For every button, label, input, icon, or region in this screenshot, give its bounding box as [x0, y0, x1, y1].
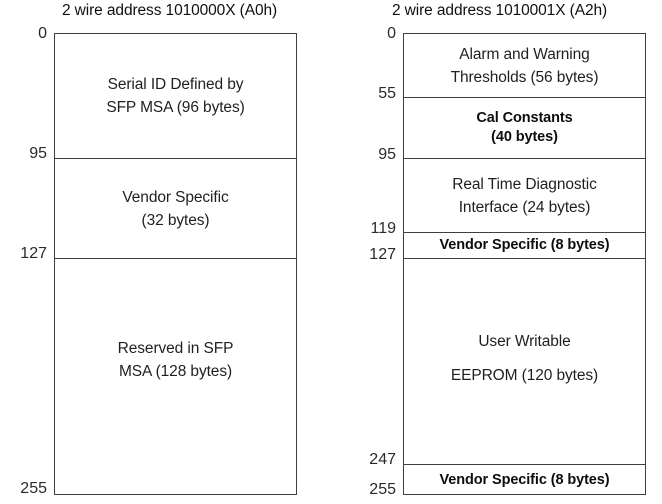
- address-label-a2h-119: 119: [370, 220, 396, 237]
- region-vendor-specific-a0h-line-1: Vendor Specific: [122, 188, 229, 206]
- region-serial-id-line-1: Serial ID Defined by: [107, 76, 244, 93]
- region-vendor-specific-a0h: Vendor Specific (32 bytes): [55, 159, 296, 259]
- region-vendor-specific-a0h-line-2: (32 bytes): [141, 211, 210, 229]
- region-reserved-sfp-msa-line-1: Reserved in SFP: [117, 340, 234, 357]
- region-reserved-sfp-msa-line-2: MSA (128 bytes): [118, 363, 233, 380]
- region-alarm-warning-thresholds-line-2: Thresholds (56 bytes): [450, 68, 599, 86]
- region-user-writable-eeprom-line-1: User Writable: [478, 333, 571, 350]
- address-label-a2h-255: 255: [369, 481, 396, 498]
- region-vendor-specific-a2h-upper: Vendor Specific (8 bytes): [404, 233, 645, 259]
- region-alarm-warning-thresholds-line-1: Alarm and Warning: [459, 45, 590, 63]
- region-user-writable-eeprom-line-2: EEPROM (120 bytes): [450, 367, 599, 384]
- address-label-a0h-95: 95: [29, 145, 47, 162]
- address-label-a0h-255: 255: [20, 480, 47, 497]
- region-real-time-diagnostic-interface-line-2: Interface (24 bytes): [458, 198, 591, 216]
- memory-map-column-a0h: 2 wire address 1010000X (A0h) 0 95 127 2…: [20, 2, 297, 497]
- address-label-a2h-127: 127: [369, 246, 396, 263]
- region-vendor-specific-a2h-lower-line-1: Vendor Specific (8 bytes): [439, 472, 610, 488]
- region-user-writable-eeprom: User Writable EEPROM (120 bytes): [404, 259, 645, 465]
- column-title-a0h: 2 wire address 1010000X (A0h): [61, 2, 278, 19]
- address-label-a2h-247: 247: [369, 451, 396, 468]
- region-cal-constants-line-1: Cal Constants: [476, 110, 573, 126]
- region-serial-id: Serial ID Defined by SFP MSA (96 bytes): [55, 34, 296, 159]
- address-label-a2h-95: 95: [378, 146, 396, 163]
- address-label-a2h-0: 0: [387, 25, 396, 42]
- address-label-a2h-55: 55: [378, 85, 396, 102]
- column-title-a2h: 2 wire address 1010001X (A2h): [391, 2, 608, 19]
- memory-box-a0h: Serial ID Defined by SFP MSA (96 bytes) …: [54, 33, 297, 495]
- region-serial-id-line-2: SFP MSA (96 bytes): [106, 99, 245, 116]
- region-alarm-warning-thresholds: Alarm and Warning Thresholds (56 bytes): [404, 34, 645, 98]
- region-reserved-sfp-msa: Reserved in SFP MSA (128 bytes): [55, 259, 296, 496]
- region-real-time-diagnostic-interface: Real Time Diagnostic Interface (24 bytes…: [404, 159, 645, 233]
- region-vendor-specific-a2h-upper-line-1: Vendor Specific (8 bytes): [439, 237, 610, 253]
- region-cal-constants-line-2: (40 bytes): [491, 129, 558, 145]
- region-vendor-specific-a2h-lower: Vendor Specific (8 bytes): [404, 465, 645, 496]
- memory-map-column-a2h: 2 wire address 1010001X (A2h) 0 55 95 11…: [331, 0, 662, 504]
- region-real-time-diagnostic-interface-line-1: Real Time Diagnostic: [452, 175, 597, 193]
- address-label-a0h-127: 127: [20, 245, 47, 262]
- region-cal-constants: Cal Constants (40 bytes): [404, 98, 645, 159]
- memory-box-a2h: Alarm and Warning Thresholds (56 bytes) …: [403, 33, 646, 495]
- address-label-a0h-0: 0: [38, 25, 47, 42]
